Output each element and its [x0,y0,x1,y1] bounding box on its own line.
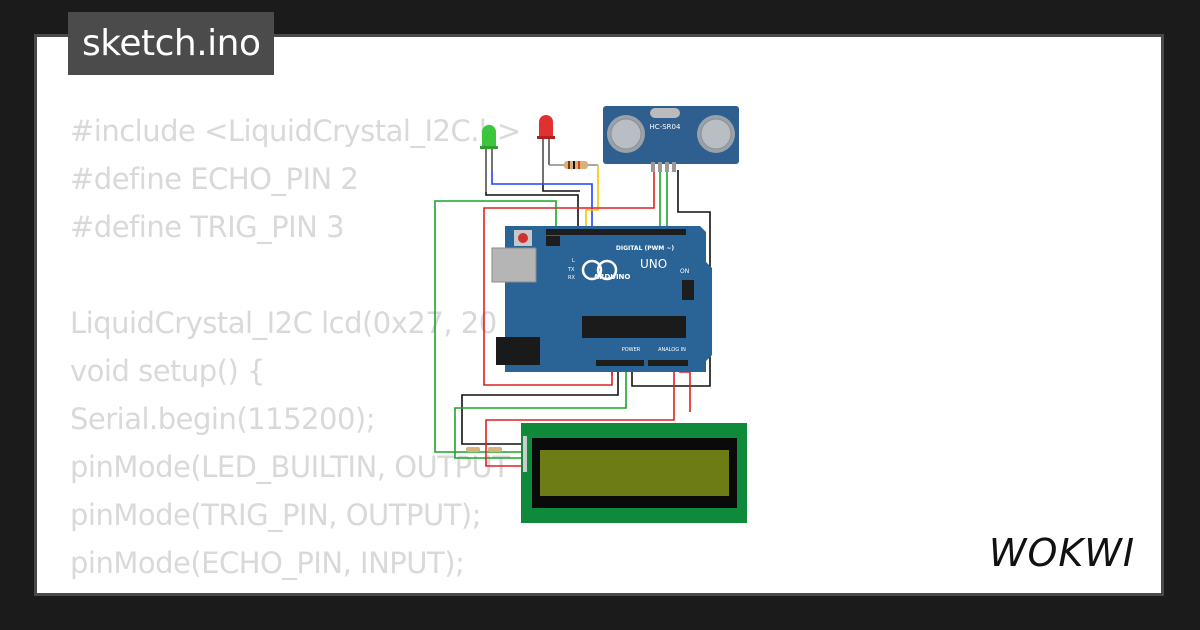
red-led [537,115,555,185]
code-line: #define ECHO_PIN 2 [70,162,359,196]
digital-label: DIGITAL (PWM ~) [616,245,674,252]
lcd-resistors [466,447,502,452]
led-label-rx: RX [568,275,575,281]
code-line: void setup() { [70,354,265,388]
code-line: #define TRIG_PIN 3 [70,210,345,244]
led-label-tx: TX [567,267,575,273]
sensor-label: HC-SR04 [650,123,681,131]
on-label: ON [680,268,689,275]
arduino-uno-board: DIGITAL (PWM ~) UNO ARDUINO ON POWER ANA… [491,226,712,372]
logo-text: WOKWI [989,531,1135,575]
code-line: pinMode(LED_BUILTIN, OUTPUT [70,450,510,484]
led-label-l: L [572,258,575,264]
board-model: UNO [640,257,667,271]
code-line: #include <LiquidCrystal_I2C.h> [70,114,521,148]
wires [434,165,711,467]
resistor [549,161,598,169]
power-jack [496,337,540,365]
code-line: Serial.begin(115200); [70,402,375,436]
wokwi-logo: WOKWI [989,531,1135,575]
code-line: pinMode(ECHO_PIN, INPUT); [70,546,465,580]
usb-port [491,247,537,283]
ultrasonic-sensor: HC-SR04 [603,106,739,172]
sketch-title: sketch.ino [68,12,275,75]
code-line: LiquidCrystal_I2C lcd(0x27, 20 [70,306,497,340]
analog-label: ANALOG IN [658,347,686,353]
reset-button [518,233,528,243]
code-preview: #include <LiquidCrystal_I2C.h> #define EC… [70,107,521,593]
microcontroller-chip [582,316,686,338]
code-line: pinMode(TRIG_PIN, OUTPUT); [70,498,482,532]
green-led [480,125,498,192]
lcd-display [521,423,747,523]
power-label: POWER [622,347,641,353]
